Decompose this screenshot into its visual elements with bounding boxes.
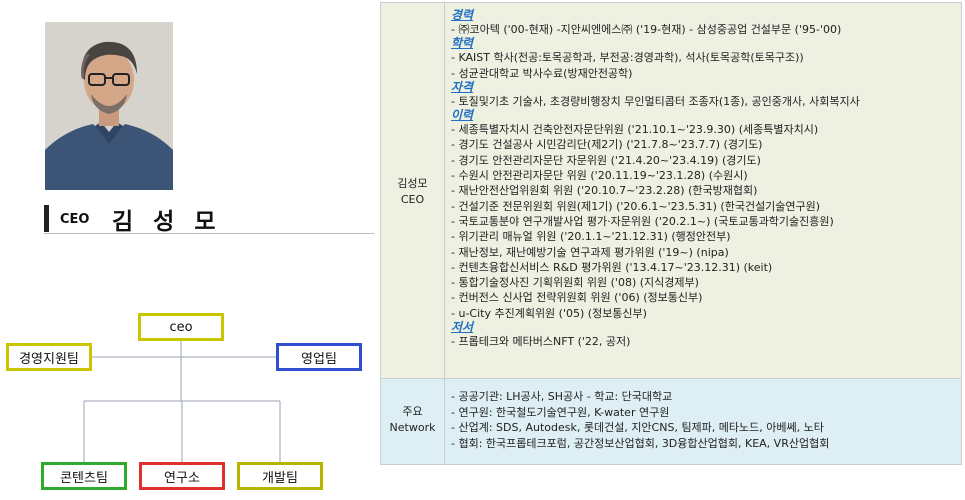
org-box-content: 콘텐츠팀 (41, 462, 127, 490)
section-title: 저서 (451, 320, 474, 335)
org-box-research-lab: 연구소 (139, 462, 225, 490)
section-item: - 경기도 안전관리자문단 자문위원 ('21.4.20~'23.4.19) (… (451, 153, 761, 167)
network-item: - 산업계: SDS, Autodesk, 롯데건설, 지안CNS, 팀제파, … (451, 421, 824, 434)
ceo-title: CEO (60, 212, 90, 227)
org-box-management-support: 경영지원팀 (6, 343, 92, 371)
section-item: - 재난안전산업위원회 위원 ('20.10.7~'23.2.28) (한국방재… (451, 184, 758, 198)
section-item: - 컨텐츠융합신서비스 R&D 평가위원 ('13.4.17~'23.12.31… (451, 260, 773, 274)
network-item: - 협회: 한국프롭테크포럼, 공간정보산업협회, 3D융합산업협회, KEA,… (451, 436, 830, 450)
career-details: 경력- ㈜코아텍 ('00-현재) -지안씨엔에스㈜ ('19-현재) - 삼성… (451, 9, 956, 349)
section-item: - 프롭테크와 메타버스NFT ('22, 공저) (451, 335, 631, 349)
network-list: - 공공기관: LH공사, SH공사 - 학교: 단국대학교 - 연구원: 한국철… (451, 389, 956, 451)
column-divider (444, 3, 445, 464)
org-chart-connectors (83, 341, 281, 462)
section-item: - 통합기술정사진 기획위원회 위원 ('08) (지식경제부) (451, 276, 699, 290)
network-item: - 공공기관: LH공사, SH공사 - 학교: 단국대학교 (451, 390, 673, 403)
profile-table: 김성모 CEO 경력- ㈜코아텍 ('00-현재) -지안씨엔에스㈜ ('19-… (380, 2, 962, 465)
section-item: - 컨버전스 신사업 전략위원회 위원 ('06) (정보통신부) (451, 291, 703, 305)
org-box-sales: 영업팀 (276, 343, 362, 371)
network-row-header: 주요 Network (381, 404, 444, 436)
section-item: - 위기관리 매뉴얼 위원 ('20.1.1~'21.12.31) (행정안전부… (451, 230, 731, 244)
section-item: - 재난정보, 재난예방기술 연구과제 평가위원 ('19~) (nipa) (451, 245, 729, 259)
career-row: 김성모 CEO 경력- ㈜코아텍 ('00-현재) -지안씨엔에스㈜ ('19-… (381, 3, 961, 379)
network-row: 주요 Network - 공공기관: LH공사, SH공사 - 학교: 단국대학… (381, 379, 961, 464)
section-title: 경력 (451, 8, 474, 22)
section-item: - 수원시 안전관리자문단 위원 ('20.11.19~'23.1.28) (수… (451, 169, 748, 183)
section-item: - ㈜코아텍 ('00-현재) -지안씨엔에스㈜ ('19-현재) - 삼성중공… (451, 23, 842, 36)
person-portrait-icon (45, 22, 173, 190)
row-header-name: 김성모 (397, 177, 428, 190)
row-header-main: 주요 (402, 405, 423, 418)
section-item: - 세종특별자치시 건축안전자문단위원 ('21.10.1~'23.9.30) … (451, 123, 819, 137)
org-box-development: 개발팀 (237, 462, 323, 490)
section-title: 학력 (451, 36, 474, 51)
section-item: - 경기도 건설공사 시민감리단(제2기) ('21.7.8~'23.7.7) … (451, 138, 763, 152)
section-title: 이력 (451, 108, 474, 123)
ceo-photo (45, 22, 173, 190)
section-item: - 성균관대학교 박사수료(방재안전공학) (451, 66, 633, 80)
org-box-ceo: ceo (138, 313, 224, 341)
career-row-header: 김성모 CEO (381, 176, 444, 208)
network-item: - 연구원: 한국철도기술연구원, K-water 연구원 (451, 405, 670, 419)
section-item: - u-City 추진계획위원 ('05) (정보통신부) (451, 306, 647, 320)
section-item: - KAIST 학사(전공:토목공학과, 부전공:경영과학), 석사(토목공학(… (451, 51, 804, 65)
section-item: - 토질및기초 기술사, 초경량비행장치 무인멀티콥터 조종자(1종), 공인중… (451, 94, 860, 108)
ceo-name: 김 성 모 (112, 209, 222, 235)
row-header-network: Network (389, 421, 436, 434)
title-accent-bar (44, 205, 49, 232)
row-header-role: CEO (400, 193, 425, 206)
section-item: - 국토교통분야 연구개발사업 평가·자문위원 ('20.2.1~) (국토교통… (451, 214, 834, 228)
title-divider (44, 233, 374, 234)
section-item: - 건설기준 전문위원회 위원(제1기) ('20.6.1~'23.5.31) … (451, 199, 821, 213)
section-title: 자격 (451, 79, 474, 94)
